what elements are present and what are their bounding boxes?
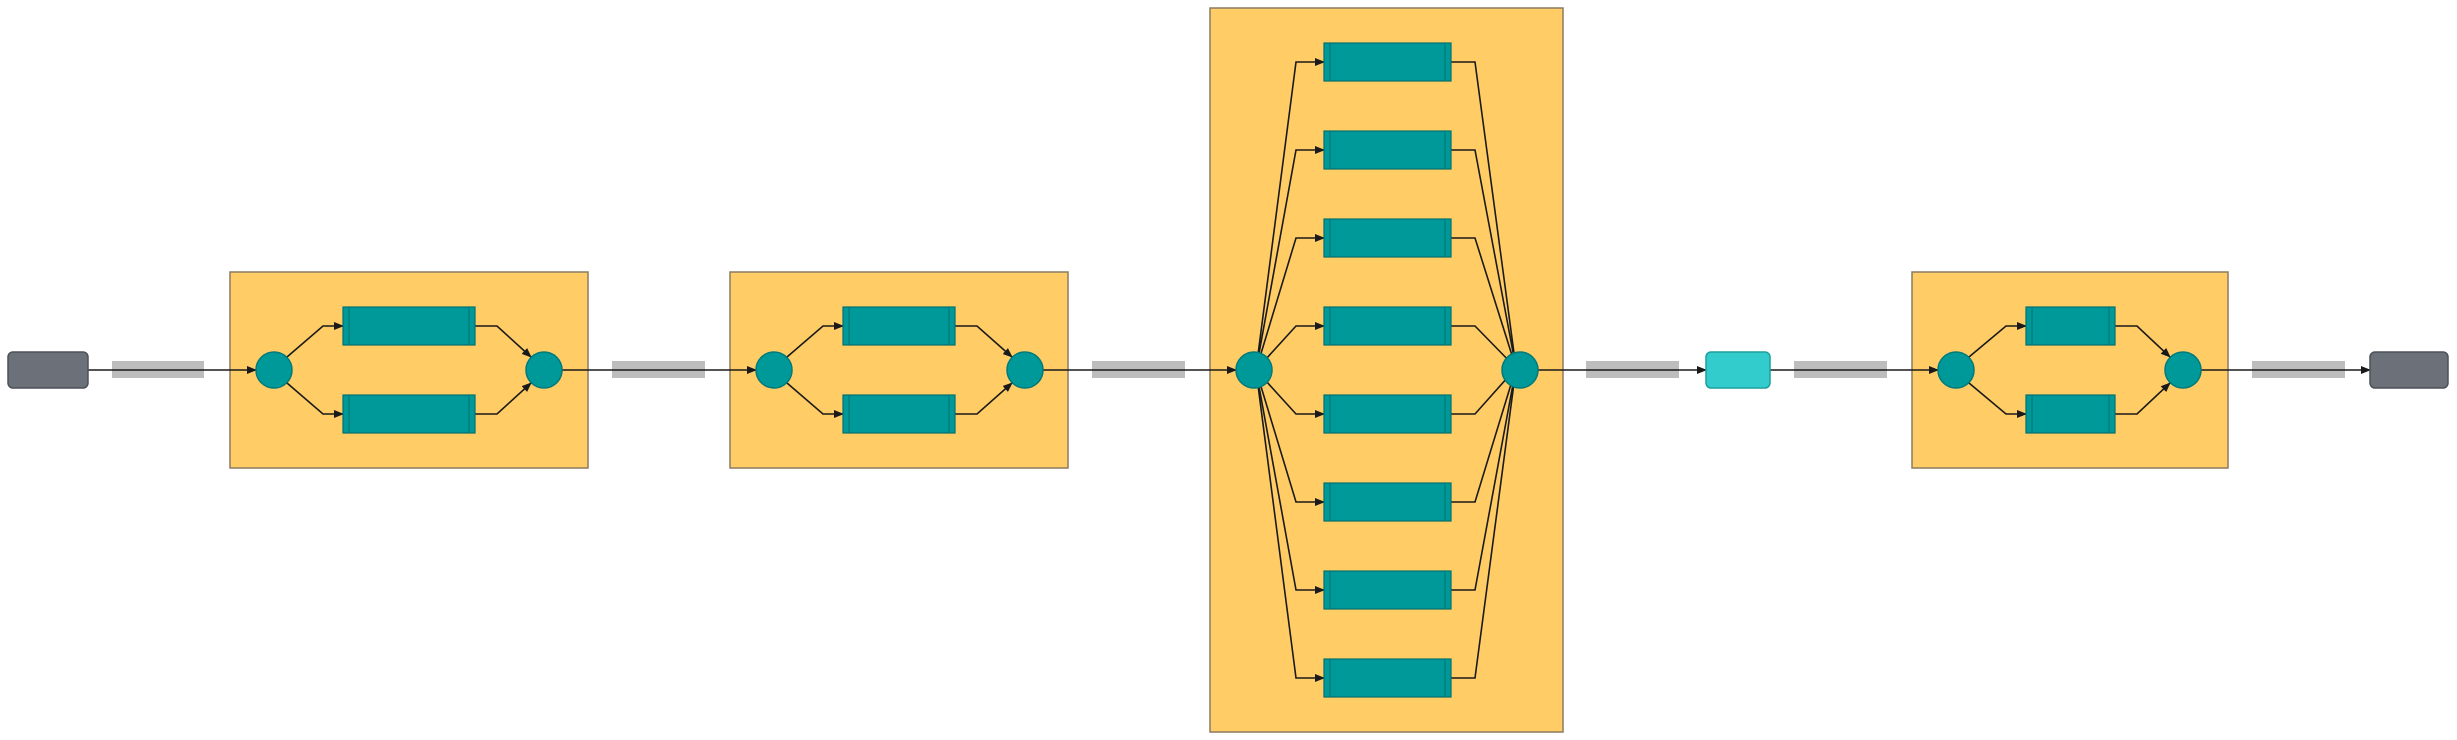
stage-3-split-node bbox=[1235, 351, 1273, 389]
stage-3-task-3 bbox=[1323, 218, 1452, 258]
stage-3-split-edge-7 bbox=[1255, 369, 1325, 594]
stage-3-join-edge-6 bbox=[1451, 367, 1518, 503]
stage-2-task-2 bbox=[842, 394, 956, 434]
stage-2-split-edge-2 bbox=[786, 382, 844, 418]
stage-3-join-edge-8 bbox=[1451, 367, 1519, 679]
stage-3-join-edge-4 bbox=[1451, 325, 1517, 369]
stage-4-split-edge-1 bbox=[1968, 322, 2027, 358]
stage-1-split-edge-2 bbox=[286, 382, 344, 418]
stage-3-split-edge-2 bbox=[1255, 146, 1325, 371]
stage-4-join-edge-2 bbox=[2115, 382, 2171, 415]
stage-1-split-edge-1 bbox=[286, 322, 344, 358]
stage-1-join-node bbox=[525, 351, 563, 389]
stage-3-task-8 bbox=[1323, 658, 1452, 698]
stage-4-task-1 bbox=[2025, 306, 2116, 346]
stage-1-join-edge-1 bbox=[475, 325, 532, 358]
stage-3-join-edge-3 bbox=[1451, 237, 1518, 369]
stage-3-task-4 bbox=[1323, 306, 1452, 346]
stage-3-split-edge-1 bbox=[1255, 58, 1325, 371]
stage-3-task-5 bbox=[1323, 394, 1452, 434]
stage-3-task-1 bbox=[1323, 42, 1452, 82]
stage-4-join-node bbox=[2164, 351, 2202, 389]
stage-1-split-node bbox=[255, 351, 293, 389]
stage-3-split-edge-6 bbox=[1255, 369, 1325, 506]
stage-2-join-edge-2 bbox=[955, 382, 1013, 415]
stage-3-join-edge-5 bbox=[1451, 367, 1517, 415]
stage-1-join-edge-2 bbox=[475, 382, 532, 415]
stage-4-split-node bbox=[1937, 351, 1975, 389]
stage-3-split-edge-3 bbox=[1255, 234, 1325, 371]
stage-3-split-edge-5 bbox=[1255, 369, 1325, 418]
stage-3-task-6 bbox=[1323, 482, 1452, 522]
single-step-node bbox=[1705, 351, 1771, 389]
stage-3-join-node bbox=[1501, 351, 1539, 389]
stage-4-task-2 bbox=[2025, 394, 2116, 434]
stage-3-join-edge-2 bbox=[1451, 149, 1519, 369]
stage-3-task-2 bbox=[1323, 130, 1452, 170]
stage-2-split-edge-1 bbox=[786, 322, 844, 358]
stage-3-join-edge-7 bbox=[1451, 367, 1519, 591]
stage-2-join-node bbox=[1006, 351, 1044, 389]
stage-3-join-edge-1 bbox=[1451, 61, 1519, 369]
stage-4-join-edge-1 bbox=[2115, 325, 2171, 358]
start-terminal bbox=[7, 351, 89, 389]
stage-1-task-1 bbox=[342, 306, 476, 346]
stage-3-split-edge-4 bbox=[1255, 322, 1325, 371]
stage-2-split-node bbox=[755, 351, 793, 389]
end-terminal bbox=[2369, 351, 2449, 389]
stage-2-task-1 bbox=[842, 306, 956, 346]
stage-4-split-edge-2 bbox=[1968, 382, 2027, 418]
stage-1-task-2 bbox=[342, 394, 476, 434]
stage-2-join-edge-1 bbox=[955, 325, 1013, 358]
stage-3-split-edge-8 bbox=[1255, 369, 1325, 682]
stage-3-task-7 bbox=[1323, 570, 1452, 610]
